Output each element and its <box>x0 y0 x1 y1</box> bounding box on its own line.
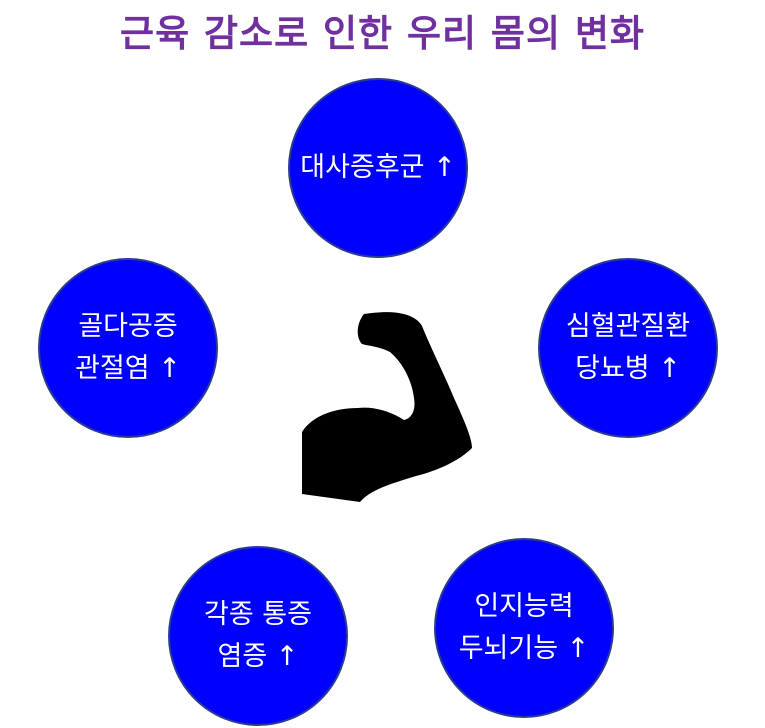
circle-metabolic-syndrome: 대사증후군 ↑ <box>288 78 468 258</box>
circle-label-line-2: 관절염 ↑ <box>75 353 181 384</box>
circle-cognitive: 인지능력 두뇌기능 ↑ <box>434 538 614 718</box>
circle-label-line-1: 각종 통증 <box>204 599 312 630</box>
circle-label-line-1: 인지능력 <box>474 591 574 622</box>
circle-label-line-2: 두뇌기능 ↑ <box>458 633 590 664</box>
circle-label-line-2: 염증 ↑ <box>217 641 299 672</box>
circle-pain-inflammation: 각종 통증 염증 ↑ <box>168 546 348 726</box>
circle-label-line-2: 당뇨병 ↑ <box>575 353 681 384</box>
circle-label-line-1: 심혈관질환 <box>565 311 691 342</box>
page-title: 근육 감소로 인한 우리 몸의 변화 <box>120 12 645 55</box>
flexed-bicep-icon <box>302 312 472 502</box>
circle-label-line-1: 골다공증 <box>78 311 178 342</box>
circle-label-line-1: 대사증후군 ↑ <box>300 152 456 183</box>
circle-osteoporosis: 골다공증 관절염 ↑ <box>38 258 218 438</box>
circle-cardiovascular: 심혈관질환 당뇨병 ↑ <box>538 258 718 438</box>
